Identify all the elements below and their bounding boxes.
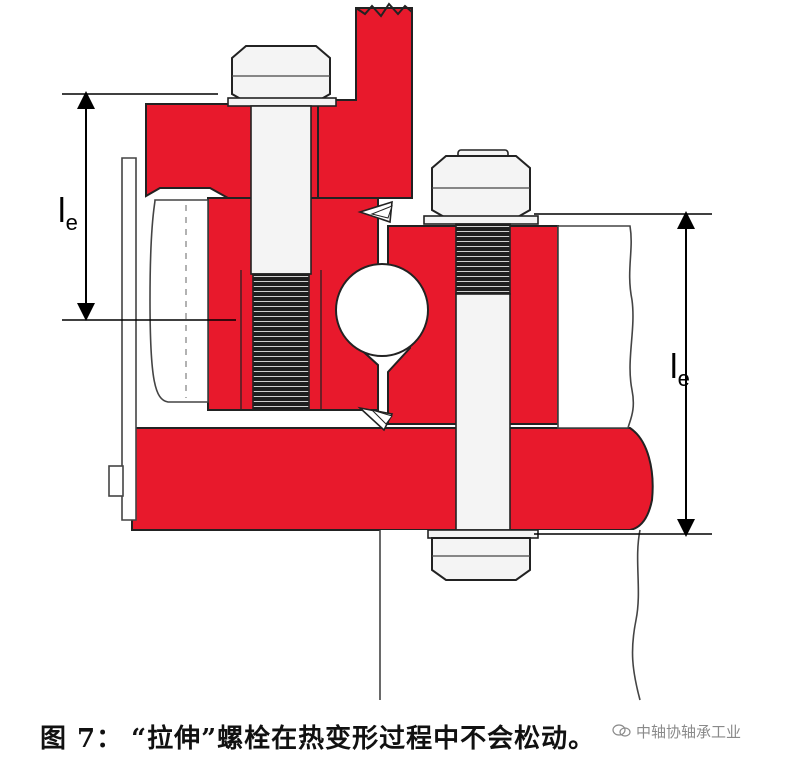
caption-text: “拉伸”螺栓在热变形过程中不会松动。 bbox=[131, 724, 596, 754]
figure-number: 图 7： bbox=[40, 724, 124, 754]
seal-wedges bbox=[357, 200, 394, 432]
base-plate bbox=[131, 427, 654, 531]
wechat-icon bbox=[612, 724, 631, 737]
figure-caption: 图 7：“拉伸”螺栓在热变形过程中不会松动。 bbox=[40, 718, 780, 758]
right-insert bbox=[557, 225, 635, 429]
right-bolt bbox=[423, 149, 539, 581]
dowel-hole bbox=[335, 263, 429, 357]
left-bolt bbox=[227, 45, 337, 411]
dimension-le-right bbox=[534, 211, 712, 537]
side-plate bbox=[108, 157, 137, 521]
le-label-upper: le bbox=[58, 192, 78, 235]
left-insert bbox=[149, 199, 209, 403]
watermark-text: 中轴协轴承工业 bbox=[636, 722, 742, 741]
dimension-le-upper bbox=[62, 91, 236, 321]
watermark: 中轴协轴承工业 bbox=[612, 720, 742, 742]
le-label-right: le bbox=[670, 348, 690, 391]
